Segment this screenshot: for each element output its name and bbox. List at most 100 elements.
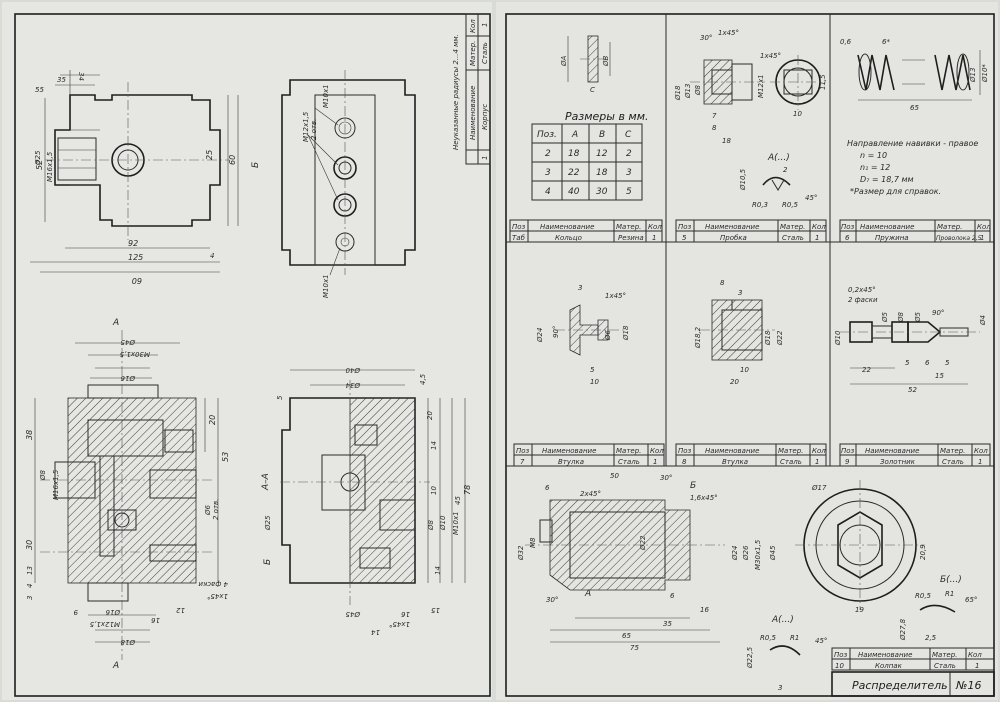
front-dim-38: 38 bbox=[25, 430, 34, 440]
front-dia-45: Ø45 bbox=[120, 338, 136, 346]
spool-label: 0,2х45° bbox=[848, 286, 876, 294]
aa-dia-40: Ø40 bbox=[345, 366, 361, 374]
spec-b8-pos: Поз bbox=[678, 447, 692, 455]
front-dia-6: Ø6 bbox=[204, 504, 212, 516]
top-dim-52: 52 bbox=[35, 160, 44, 170]
spec-cap: Поз Наименование Матер. Кол 10 Колпак Ст… bbox=[831, 647, 995, 671]
spec-b7-pos: Поз bbox=[516, 447, 530, 455]
spool-label: Ø5 bbox=[881, 311, 889, 323]
front-chamfer-count: 4 фаски bbox=[198, 580, 228, 588]
aa-title: A–A bbox=[261, 473, 271, 491]
top-dia-25: Ø25 bbox=[34, 150, 42, 166]
spec-spring-row-pos: 6 bbox=[845, 234, 850, 242]
b8-label: 10 bbox=[740, 366, 749, 374]
aa-dim-78: 78 bbox=[463, 485, 472, 495]
cap-label: 2х45° bbox=[580, 490, 601, 498]
table-cell: 2 bbox=[626, 149, 632, 159]
spec-plug-pos: Поз bbox=[678, 223, 692, 231]
spool-label: 90° bbox=[932, 309, 944, 317]
table-cell: 3 bbox=[545, 168, 551, 178]
b7-label: 1х45° bbox=[605, 292, 626, 300]
b8-label: Ø18 bbox=[764, 330, 772, 346]
tb-col-mat: Матер. bbox=[469, 41, 477, 66]
tb-row-qty: 1 bbox=[481, 23, 489, 27]
main-title: Распределитель bbox=[852, 679, 948, 692]
cap-label: 65° bbox=[965, 596, 977, 604]
plug-label: M12х1 bbox=[757, 74, 765, 98]
b8-label: 20 bbox=[730, 378, 739, 386]
b8-label: Ø18,2 bbox=[694, 326, 702, 349]
spec-bushing7: Поз Наименование Матер. Кол 7 Втулка Ста… bbox=[513, 443, 665, 467]
top-dim-35: 35 bbox=[57, 76, 66, 84]
spec-b8-row-name: Втулка bbox=[722, 458, 748, 466]
front-thread-m12: M12х1,5 bbox=[89, 620, 120, 628]
spec-spool-row-pos: 9 bbox=[845, 458, 850, 466]
plug-label: R0,3 bbox=[752, 201, 768, 209]
cap-label: Б(...) bbox=[940, 575, 962, 585]
table-cell: 18 bbox=[596, 168, 608, 178]
side-thread-top: M10х1 bbox=[322, 84, 330, 108]
aa-dim-10: 10 bbox=[430, 486, 438, 495]
tb-col-qty: Кол bbox=[469, 19, 477, 33]
spec-spring: Поз Наименование Матер. Кол 6 Пружина Пр… bbox=[839, 219, 991, 243]
plug-label: 30° bbox=[700, 34, 712, 42]
tb-row-pos: 1 bbox=[481, 156, 489, 160]
spec-plug-row-name: Пробка bbox=[720, 234, 747, 242]
front-dim-12: 12 bbox=[176, 606, 185, 614]
plug-label: 1х45° bbox=[718, 29, 739, 37]
table-head-b: B bbox=[599, 130, 605, 140]
b7-label: 5 bbox=[590, 366, 595, 374]
b7-label: Ø24 bbox=[536, 328, 544, 343]
b7-label: 10 bbox=[590, 378, 599, 386]
cap-label: 45° bbox=[815, 637, 827, 645]
spool-label: 52 bbox=[908, 386, 917, 394]
front-dim-9: 9 bbox=[73, 608, 78, 616]
spec-ring-mat-h: Матер. bbox=[616, 223, 641, 231]
spool-label: 6 bbox=[925, 359, 930, 367]
cap-label: A bbox=[584, 589, 591, 599]
spec-spring-name-h: Наименование bbox=[860, 223, 914, 231]
side-thread-mid: M12х1,5 bbox=[302, 111, 310, 142]
spec-b8-row-pos: 8 bbox=[682, 458, 687, 466]
front-dim-20: 20 bbox=[208, 415, 217, 425]
spec-b7-row-name: Втулка bbox=[558, 458, 584, 466]
plug-label: Ø18 bbox=[674, 85, 682, 101]
spring-label: 6* bbox=[882, 38, 890, 46]
table-cell: 18 bbox=[568, 149, 580, 159]
cap-label: Ø22,5 bbox=[746, 646, 754, 669]
cap-label: R1 bbox=[945, 590, 954, 598]
ring-sizes-title: Размеры в мм. bbox=[565, 110, 649, 123]
cap-label: Ø24 bbox=[731, 546, 739, 561]
cap-label: 3 bbox=[778, 684, 782, 692]
plug-drawing: 30° 1х45° 1х45° Ø18 Ø13 Ø8 M12х1 7 8 18 … bbox=[674, 29, 827, 209]
cap-label: 35 bbox=[663, 620, 672, 628]
spec-spring-row-qty: 1 bbox=[980, 234, 984, 242]
spec-spool-row-qty: 1 bbox=[978, 458, 982, 466]
front-section: A A M30х1,5 Ø16 Ø45 Ø8 Ø6 2 отв. M16х1,5… bbox=[25, 318, 230, 671]
spec-spring-qty-h: Кол bbox=[977, 223, 991, 231]
aa-thread-m10: M10х1 bbox=[452, 511, 460, 535]
spec-b8-qty-h: Кол bbox=[812, 447, 826, 455]
spec-b7-row-qty: 1 bbox=[653, 458, 657, 466]
spec-b7-mat-h: Матер. bbox=[616, 447, 641, 455]
front-cut-a-top: A bbox=[112, 318, 119, 328]
side-thread-bot: M10х1 bbox=[322, 274, 330, 298]
spool-label: 2 фаски bbox=[848, 296, 878, 304]
spec-ring-qty-h: Кол bbox=[648, 223, 662, 231]
spec-ring-row-name: Кольцо bbox=[555, 234, 582, 242]
aa-dia-8: Ø8 bbox=[427, 519, 435, 531]
spec-plug-row-pos: 5 bbox=[682, 234, 687, 242]
cap-label: R0,5 bbox=[760, 634, 777, 642]
tb-row-mat: Сталь bbox=[481, 42, 489, 64]
aa-dia-25: Ø25 bbox=[264, 515, 272, 531]
spool-label: 22 bbox=[862, 366, 871, 374]
cap-label: 30° bbox=[546, 596, 558, 604]
spec-ring-row-mat: Резина bbox=[618, 234, 644, 242]
spool-label: Ø10 bbox=[834, 330, 842, 346]
spool-label: Ø4 bbox=[979, 315, 987, 326]
cap-drawing: 50 6 2х45° 30° Б 1,6х45° Ø32 M8 Ø22 Ø24 … bbox=[517, 472, 977, 692]
table-cell: 5 bbox=[626, 187, 632, 197]
cap-label: A(...) bbox=[771, 615, 794, 625]
top-view: 52 25 60 92 125 60 34 35 4 55 Ø25 M16х1,… bbox=[30, 70, 239, 285]
spec-spool-row-name: Золотник bbox=[880, 458, 916, 466]
